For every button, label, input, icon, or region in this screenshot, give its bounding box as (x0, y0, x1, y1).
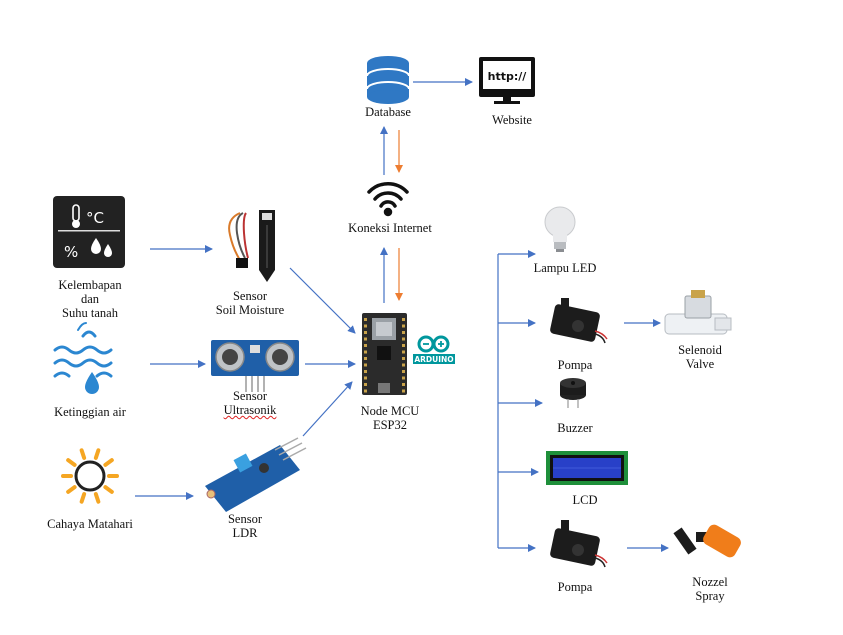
kelembapan-line-1: Kelembapan (58, 278, 122, 292)
sun-ray (79, 492, 87, 504)
water-level-icon (53, 322, 113, 394)
board-pin (402, 363, 405, 367)
selenoid-valve-image (664, 290, 732, 335)
kelembapan-line-2: dan (80, 292, 100, 306)
board-pin (402, 370, 405, 373)
website-label: Website (492, 113, 532, 127)
nozzel-label: Nozzel Spray (670, 575, 750, 603)
sun-ray (103, 485, 114, 494)
board-pin (402, 350, 405, 354)
sun-ray (66, 485, 77, 494)
kelembapan-line-3: Suhu tanah (62, 306, 118, 320)
soil-sensor-line-2: Soil Moisture (215, 303, 285, 317)
pump-1-image (550, 298, 608, 344)
ldr-line-2: LDR (232, 526, 258, 540)
selenoid-label: Selenoid Valve (660, 343, 740, 371)
board-pin (402, 383, 405, 386)
soil-sensor-label: Sensor Soil Moisture (200, 289, 300, 317)
sun-ray (103, 458, 114, 467)
nozzle-spray-image (673, 524, 741, 558)
nodemcu-line-1: Node MCU (360, 404, 420, 418)
sun-icon (61, 448, 119, 504)
board-pin (364, 344, 367, 347)
ketinggian-label: Ketinggian air (54, 405, 126, 419)
ldr-line-1: Sensor (227, 512, 263, 526)
board-pin (364, 370, 367, 373)
website-monitor-icon: http:// (479, 57, 535, 104)
sun-ray (79, 448, 87, 460)
lcd-display-image (546, 451, 628, 485)
koneksi-internet-label: Koneksi Internet (348, 221, 432, 235)
board-pin (364, 324, 367, 328)
selenoid-line-1: Selenoid (678, 343, 722, 357)
http-text: http:// (488, 70, 528, 83)
ultrasonik-line-2: Ultrasonik (223, 403, 277, 417)
kelembapan-label: Kelembapan dan Suhu tanah (40, 278, 140, 320)
ultrasonik-sensor-label: Sensor Ultrasonik (200, 389, 300, 417)
board-pin (402, 344, 405, 347)
sun-ray (66, 458, 77, 467)
nozzel-line-2: Spray (695, 589, 725, 603)
buzzer-image (560, 378, 586, 408)
board-pin (364, 331, 367, 334)
sun-ray (93, 492, 101, 504)
board-pin (364, 357, 367, 360)
pump-2-image (550, 520, 608, 568)
board-pin (402, 337, 405, 341)
board-pin (364, 383, 367, 386)
lcd-label: LCD (572, 493, 598, 507)
board-pin (364, 350, 367, 354)
ultrasonik-line-1: Sensor (232, 389, 268, 403)
nodemcu-line-2: ESP32 (372, 418, 408, 432)
selenoid-line-2: Valve (685, 357, 715, 371)
board-pin (402, 389, 405, 393)
board-pin (402, 357, 405, 360)
ultrasonic-sensor-image (211, 340, 299, 392)
board-pin (364, 389, 367, 393)
arrow-ldr-to-mcu (302, 381, 353, 437)
ldr-sensor-label: Sensor LDR (205, 512, 285, 540)
ldr-sensor-image (205, 437, 307, 512)
buzzer-label: Buzzer (557, 421, 593, 435)
arduino-text: ARDUINO (414, 355, 453, 364)
pompa-2-label: Pompa (557, 580, 593, 594)
nodemcu-esp32-board (362, 313, 407, 395)
soil-moisture-sensor-image (228, 210, 275, 282)
database-label: Database (365, 105, 411, 119)
soil-sensor-line-1: Sensor (232, 289, 268, 303)
board-pin (402, 318, 405, 321)
board-pin (364, 376, 367, 380)
board-pin (402, 376, 405, 380)
wifi-icon (367, 182, 409, 217)
arduino-logo: ARDUINO (412, 333, 456, 365)
board-pin (364, 318, 367, 321)
board-pin (402, 324, 405, 328)
temperature-humidity-icon: °C % (53, 196, 125, 268)
nozzel-line-1: Nozzel (692, 575, 728, 589)
board-pin (402, 331, 405, 334)
board-pin (364, 337, 367, 341)
led-bulb-icon (544, 206, 576, 252)
lampu-led-label: Lampu LED (533, 261, 597, 275)
percent-text: % (64, 243, 78, 261)
board-pin (364, 363, 367, 367)
database-icon (366, 56, 410, 104)
nodemcu-label: Node MCU ESP32 (350, 404, 430, 432)
celsius-text: °C (86, 209, 104, 227)
arrow-soil-to-mcu (289, 267, 356, 334)
cahaya-label: Cahaya Matahari (47, 517, 133, 531)
sun-ray (93, 448, 101, 460)
pompa-1-label: Pompa (557, 358, 593, 372)
